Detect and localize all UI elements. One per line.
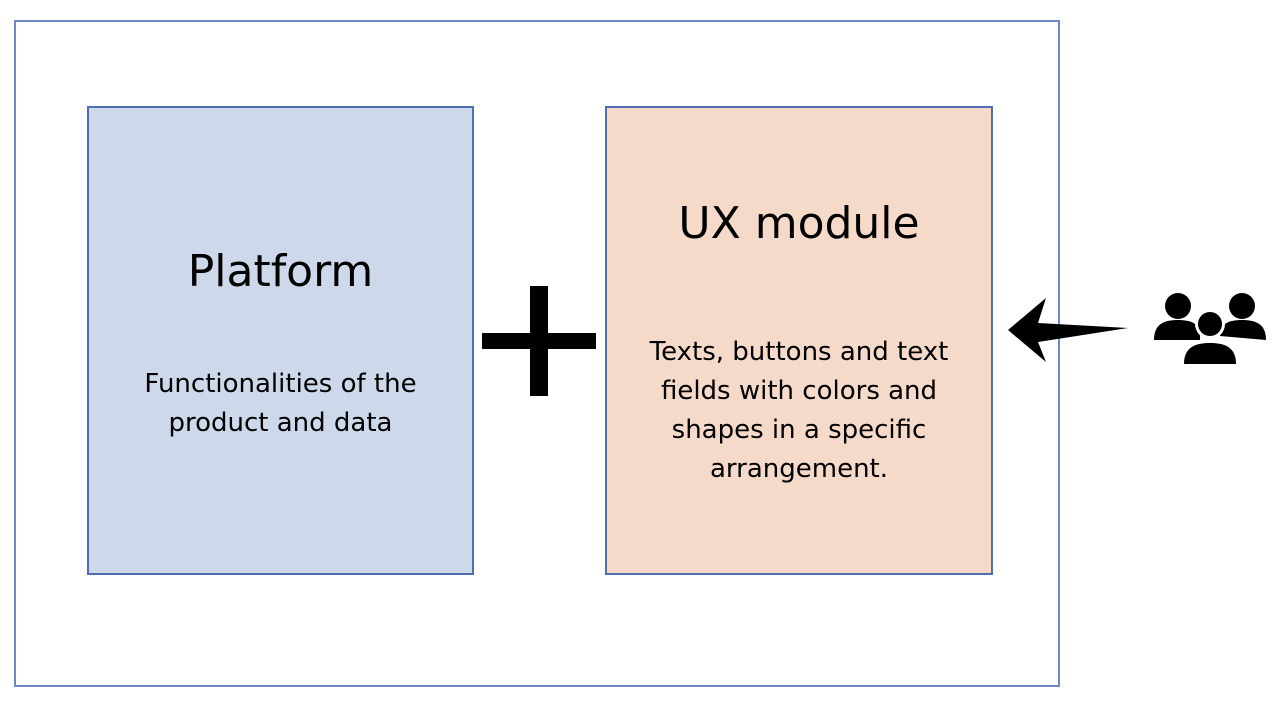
platform-description: Functionalities of the product and data (144, 369, 417, 438)
arrow-left-icon (1008, 298, 1128, 362)
platform-box: Platform Functionalities of the product … (87, 106, 474, 575)
plus-vertical-bar (530, 286, 548, 396)
platform-title: Platform (187, 246, 374, 297)
ux-module-title: UX module (678, 198, 920, 249)
ux-module-description: Texts, buttons and text fields with colo… (649, 337, 949, 484)
product-frame (14, 20, 1060, 687)
users-group-icon (1154, 293, 1266, 366)
ux-module-box: UX module Texts, buttons and text fields… (605, 106, 993, 575)
plus-icon (482, 286, 596, 396)
